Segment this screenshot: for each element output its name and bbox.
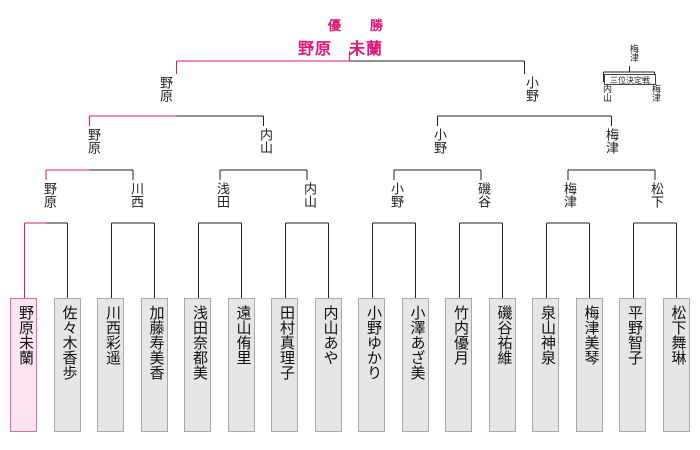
player-name: 佐々木香歩 — [60, 305, 79, 380]
player-box: 遠山侑里 — [227, 298, 255, 432]
player-box: 小野ゆかり — [358, 298, 385, 432]
player-name: 磯谷祐維 — [495, 305, 514, 365]
semi-winner-right: 小野 — [523, 76, 538, 102]
player-name: 野原未蘭 — [17, 305, 35, 365]
player-name: 竹内優月 — [452, 305, 470, 365]
qf-winner-1: 野原 — [85, 128, 100, 154]
player-box: 梅津美琴 — [575, 298, 603, 432]
semi-winner-left: 野原 — [157, 76, 172, 102]
player-name: 泉山神泉 — [539, 305, 557, 365]
player-name: 平野智子 — [626, 305, 644, 365]
third-place-right: 梅津 — [650, 84, 660, 102]
player-box: 田村真理子 — [271, 298, 298, 432]
player-box: 川西彩遥 — [97, 298, 124, 432]
champion-name: 野原 未蘭 — [298, 39, 384, 58]
r1-winner-6: 磯谷 — [475, 182, 490, 208]
r1-winner-1: 野原 — [41, 182, 56, 208]
player-box: 加藤寿美香 — [140, 298, 168, 432]
champion-title: 優 勝 — [328, 19, 392, 34]
player-name: 浅田奈都美 — [191, 305, 209, 380]
player-box: 平野智子 — [619, 298, 646, 432]
player-box: 小澤あざ美 — [401, 298, 429, 432]
qf-winner-2: 内山 — [257, 128, 272, 154]
r1-winner-5: 小野 — [388, 182, 403, 208]
player-box: 浅田奈都美 — [184, 298, 211, 432]
player-box: 佐々木香歩 — [53, 298, 81, 432]
player-name: 小澤あざ美 — [408, 305, 427, 380]
player-box: 内山あや — [314, 298, 342, 432]
player-box: 磯谷祐維 — [488, 298, 516, 432]
player-name: 加藤寿美香 — [147, 305, 166, 380]
r1-winner-2: 川西 — [128, 182, 143, 208]
player-name: 田村真理子 — [278, 305, 296, 380]
player-box: 野原未蘭 — [10, 298, 37, 432]
player-name: 梅津美琴 — [582, 305, 601, 365]
player-name: 川西彩遥 — [104, 305, 122, 365]
qf-winner-3: 小野 — [431, 128, 446, 154]
r1-winner-8: 松下 — [648, 182, 663, 208]
r1-winner-7: 梅津 — [561, 182, 576, 208]
player-name: 松下舞琳 — [669, 305, 688, 365]
third-place-title: 三位決定戦 — [604, 74, 656, 85]
player-box: 竹内優月 — [445, 298, 472, 432]
player-name: 小野ゆかり — [365, 305, 383, 380]
third-place-winner: 梅津 — [628, 44, 638, 62]
r1-winner-4: 内山 — [301, 182, 316, 208]
player-name: 遠山侑里 — [234, 305, 253, 365]
r1-winner-3: 浅田 — [214, 182, 229, 208]
player-box: 泉山神泉 — [532, 298, 559, 432]
player-name: 内山あや — [321, 305, 340, 365]
qf-winner-4: 梅津 — [603, 128, 618, 154]
third-place-left: 内山 — [601, 84, 611, 102]
player-box: 松下舞琳 — [662, 298, 690, 432]
